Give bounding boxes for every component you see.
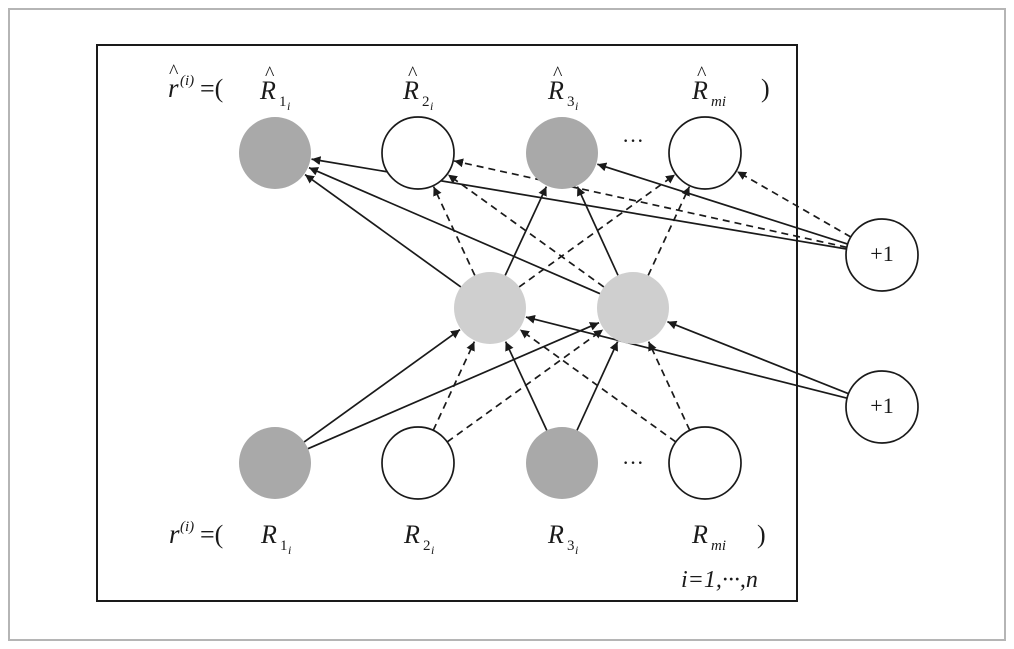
input-label-2: R 2 i [403,520,434,557]
output-label-3-hat: ^ [553,63,563,85]
input-label-3-symbol: R [547,520,564,549]
output-label-2: ^ R 2 i [402,63,433,113]
edge-h2-to-o3 [576,186,619,276]
output-label-m-sub: mi [711,94,726,110]
output-vector-hat: ^ [169,61,179,83]
input-label-1-subsub: i [288,543,291,557]
edge-im-to-h1 [519,328,677,443]
node-im [668,426,742,500]
output-label-3-sub: 3 [567,94,575,110]
node-h2 [597,272,669,344]
input-vector-superscript: (i) [180,519,194,535]
edge-h2-to-o2 [447,173,605,288]
edge-i2-to-h2 [446,328,604,443]
output-label-m-symbol: R [691,76,708,105]
nodes-layer [239,116,919,500]
output-vector-superscript: (i) [180,73,194,89]
node-b_out [845,218,919,292]
node-o3 [526,117,598,189]
edge-b_out-to-o3 [597,162,848,245]
input-vector-symbol: r [169,519,180,549]
input-ellipsis: ··· [622,450,644,475]
output-vector-label: r ^ (i) =( [168,61,223,103]
node-o2 [381,116,455,190]
input-label-1-sub: 1 [280,538,288,554]
edge-i3-to-h1 [504,341,548,431]
input-label-m-symbol: R [691,520,708,549]
output-label-3: ^ R 3 i [547,63,578,113]
output-label-1-hat: ^ [265,63,275,85]
output-vector-open: =( [200,74,223,103]
input-label-1-symbol: R [260,520,277,549]
input-label-2-symbol: R [403,520,420,549]
output-label-2-symbol: R [402,76,419,105]
edge-b_hid-to-h2 [667,320,849,395]
output-label-1-subsub: i [287,99,290,113]
node-h1 [454,272,526,344]
index-note: i=1,···,n [681,567,758,593]
bias-hidden-label: +1 [870,393,893,418]
input-vector-close: ) [757,520,766,549]
node-om [668,116,742,190]
edge-b_out-to-om [736,170,852,238]
edges-layer [303,156,852,450]
edge-i2-to-h1 [432,341,476,431]
output-label-2-hat: ^ [408,63,418,85]
output-label-m: ^ R mi [691,63,726,110]
output-label-m-hat: ^ [697,63,707,85]
network-box [96,44,798,602]
edge-i1-to-h1 [303,328,461,443]
edge-b_hid-to-h1 [525,314,848,400]
node-i3 [526,427,598,499]
input-label-m: R mi [691,520,726,554]
output-vector-close: ) [761,74,770,103]
node-i1 [239,427,311,499]
edge-h2-to-om [647,186,691,276]
edge-h1-to-o3 [504,186,548,276]
output-label-1-symbol: R [259,76,276,105]
edge-b_out-to-o2 [453,158,847,249]
edge-im-to-h2 [647,341,691,431]
node-o1 [239,117,311,189]
input-label-3-sub: 3 [567,538,575,554]
bias-output-label: +1 [870,241,893,266]
output-label-3-subsub: i [575,99,578,113]
input-vector-open: =( [200,520,223,549]
input-label-2-subsub: i [431,543,434,557]
node-b_hid [845,370,919,444]
output-label-2-sub: 2 [422,94,430,110]
edge-h2-to-o1 [308,166,601,295]
output-label-1-sub: 1 [279,94,287,110]
node-i2 [381,426,455,500]
output-ellipsis: ··· [622,128,644,153]
output-label-1: ^ R 1 i [259,63,290,113]
input-vector-label: r (i) =( [169,519,223,549]
output-vector-symbol: r [168,73,179,103]
output-label-3-symbol: R [547,76,564,105]
edge-h1-to-o1 [304,173,462,288]
input-label-1: R 1 i [260,520,291,557]
input-label-m-sub: mi [711,538,726,554]
outer-frame [8,8,1006,641]
output-label-2-subsub: i [430,99,433,113]
input-label-3: R 3 i [547,520,578,557]
input-label-3-subsub: i [575,543,578,557]
input-label-2-sub: 2 [423,538,431,554]
